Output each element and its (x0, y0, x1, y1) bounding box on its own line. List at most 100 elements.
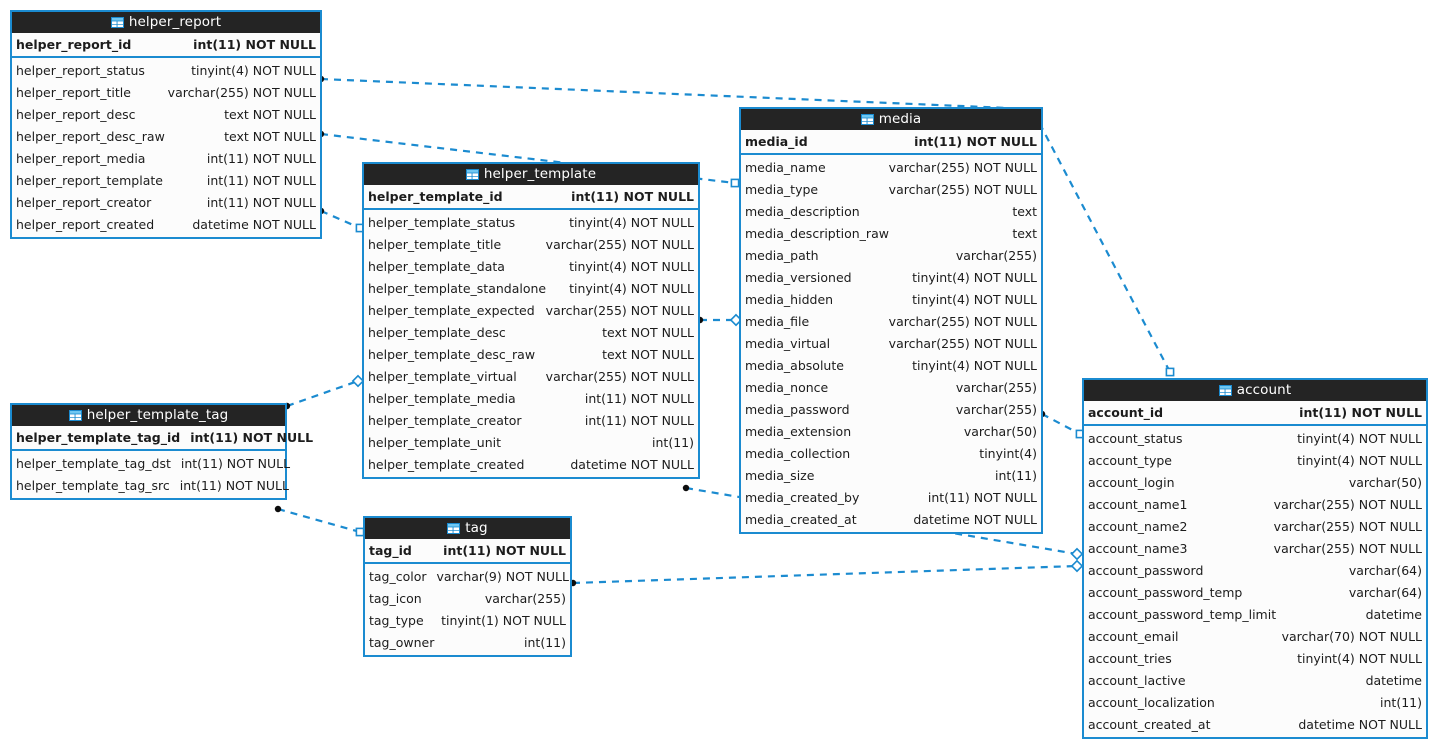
column-name: helper_report_title (16, 84, 131, 100)
column-type: varchar(255) (955, 379, 1037, 395)
column-name: helper_template_tag_src (16, 477, 170, 493)
column-type: varchar(255) NOT NULL (1273, 496, 1422, 512)
column-name: media_description (745, 203, 860, 219)
column-type: varchar(255) NOT NULL (545, 302, 694, 318)
column-type: int(11) NOT NULL (193, 37, 316, 52)
column-name: account_localization (1088, 694, 1215, 710)
column-type: tinyint(4) NOT NULL (1297, 430, 1422, 446)
column-type: tinyint(4) NOT NULL (569, 258, 694, 274)
column-type: tinyint(1) NOT NULL (441, 612, 566, 628)
column-type: datetime NOT NULL (913, 511, 1037, 527)
column-type: text (1012, 225, 1037, 241)
column-type: varchar(255) NOT NULL (888, 335, 1037, 351)
entity-header-tag[interactable]: tag (365, 518, 570, 539)
column-type: datetime NOT NULL (570, 456, 694, 472)
entity-header-media[interactable]: media (741, 109, 1041, 130)
column-name: helper_report_desc (16, 106, 136, 122)
entity-header-account[interactable]: account (1084, 380, 1426, 401)
relationship-line[interactable] (320, 209, 361, 230)
entity-header-helper_template[interactable]: helper_template (364, 164, 698, 185)
column-type: tinyint(4) NOT NULL (569, 280, 694, 296)
relationship-line[interactable] (572, 564, 1078, 585)
entity-header-helper_report[interactable]: helper_report (12, 12, 320, 33)
entity-header-helper_template_tag[interactable]: helper_template_tag (12, 405, 285, 426)
relationship-line[interactable] (277, 507, 361, 534)
table-icon (465, 169, 479, 180)
relationship-line[interactable] (286, 379, 359, 408)
column-type: int(11) NOT NULL (927, 489, 1037, 505)
relationship-line[interactable] (1041, 413, 1081, 435)
